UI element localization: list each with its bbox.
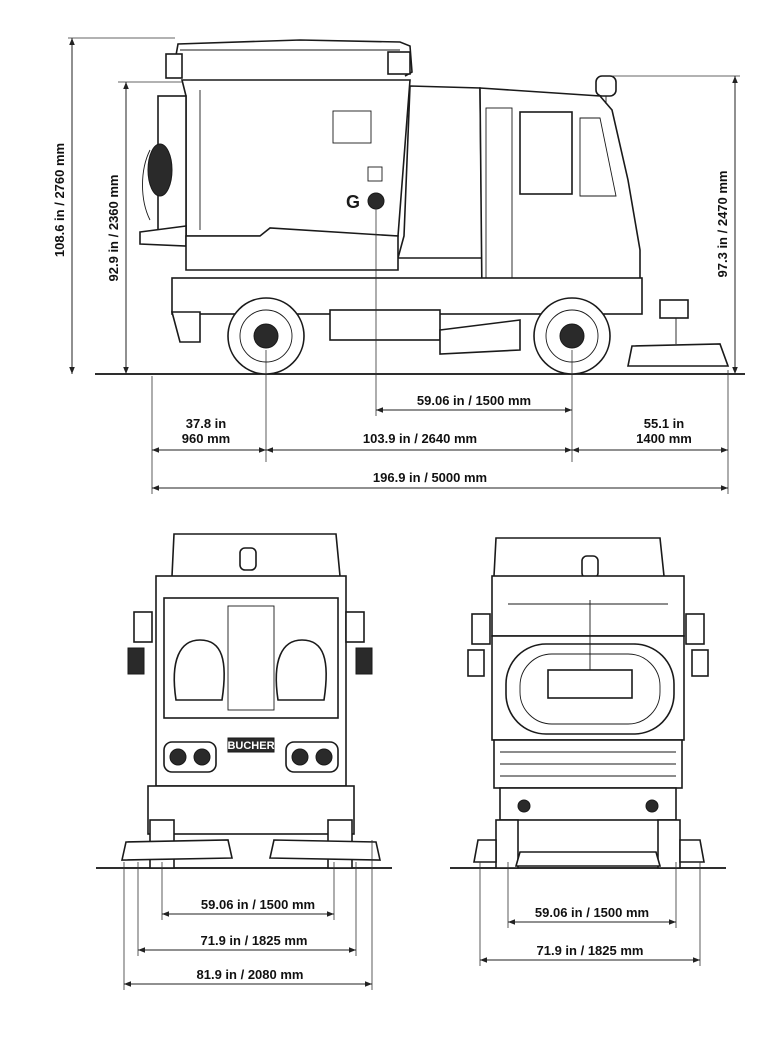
front-overhang-in-label: 55.1 in <box>644 416 685 431</box>
front-badge-text: BUCHER <box>227 740 274 752</box>
front-track-label: 59.06 in / 1500 mm <box>201 897 315 912</box>
side-roof-arm <box>165 39 413 79</box>
front-roof-arm <box>171 533 341 577</box>
rear-hopper <box>467 575 709 741</box>
front-lower-chassis <box>120 785 382 869</box>
side-dim-overhangs: 37.8 in 960 mm 103.9 in / 2640 mm 55.1 i… <box>151 350 729 494</box>
rear-dim-track: 59.06 in / 1500 mm <box>507 862 677 928</box>
side-rear-wheel <box>227 297 305 375</box>
front-view: BUCHER 59.06 in / 1500 mm 71.9 in / 1825… <box>96 533 392 990</box>
rear-overhang-mm-label: 960 mm <box>182 431 230 446</box>
side-dim-hopper-height: 92.9 in / 2360 mm <box>106 81 182 374</box>
side-cab <box>479 75 641 301</box>
front-body-width-label: 71.9 in / 1825 mm <box>201 933 308 948</box>
side-view: G <box>52 37 745 494</box>
rear-body-width-label: 71.9 in / 1825 mm <box>537 943 644 958</box>
cab-height-label: 97.3 in / 2470 mm <box>715 171 730 278</box>
front-overhang-mm-label: 1400 mm <box>636 431 692 446</box>
total-length-label: 196.9 in / 5000 mm <box>373 470 487 485</box>
rear-view: 59.06 in / 1500 mm 71.9 in / 1825 mm <box>450 537 726 966</box>
side-rear-hose <box>139 95 187 247</box>
rear-roof-arm <box>493 537 665 577</box>
front-total-width-label: 81.9 in / 2080 mm <box>197 967 304 982</box>
rear-grille-chassis <box>473 739 705 869</box>
side-dim-total-height: 108.6 in / 2760 mm <box>52 37 175 374</box>
front-dim-total-width: 81.9 in / 2080 mm <box>123 840 373 990</box>
side-logo-text: G <box>346 192 360 212</box>
rear-overhang-in-label: 37.8 in <box>186 416 227 431</box>
side-front-brush <box>627 299 730 367</box>
cog-label: 59.06 in / 1500 mm <box>417 393 531 408</box>
rear-beacon <box>581 555 599 579</box>
rear-dim-body-width: 71.9 in / 1825 mm <box>479 862 701 966</box>
front-dim-body-width: 71.9 in / 1825 mm <box>137 862 357 956</box>
side-dim-cog: 59.06 in / 1500 mm <box>375 208 573 462</box>
side-chassis <box>170 277 643 355</box>
rear-track-label: 59.06 in / 1500 mm <box>535 905 649 920</box>
side-dim-total-length: 196.9 in / 5000 mm <box>152 470 728 491</box>
side-dim-cab-height: 97.3 in / 2470 mm <box>612 75 740 374</box>
total-height-label: 108.6 in / 2760 mm <box>52 143 67 257</box>
front-dim-track: 59.06 in / 1500 mm <box>161 862 335 920</box>
side-mid-section <box>185 85 483 271</box>
front-beacon <box>239 547 257 571</box>
front-cab: BUCHER <box>127 575 373 787</box>
wheelbase-label: 103.9 in / 2640 mm <box>363 431 477 446</box>
hopper-height-label: 92.9 in / 2360 mm <box>106 175 121 282</box>
